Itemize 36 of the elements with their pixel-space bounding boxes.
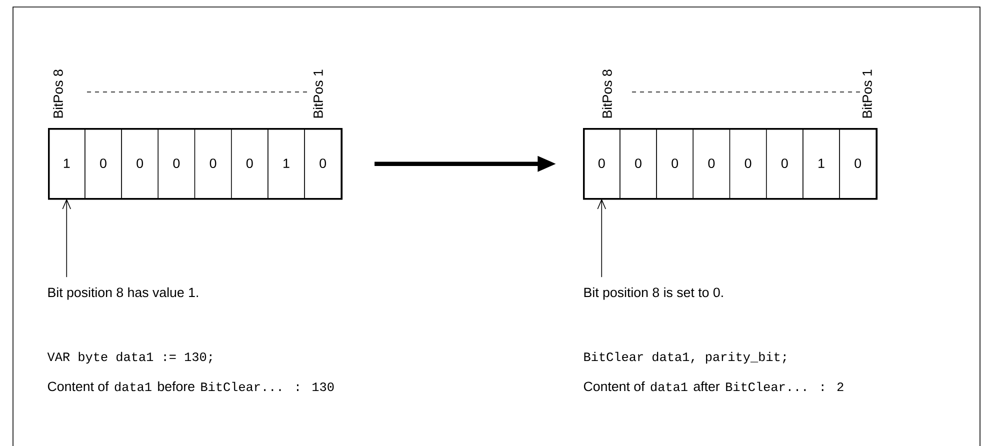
code-text: BitClear... : 130 <box>201 382 334 392</box>
register-box <box>583 128 878 200</box>
bit-cell: 0 <box>656 128 694 199</box>
description-text: Content of <box>584 381 645 392</box>
arrow <box>62 198 72 210</box>
bit-cell: 0 <box>766 128 804 199</box>
bit-cell: 0 <box>304 128 342 199</box>
code-line: VAR byte data1 := 130; <box>47 352 212 364</box>
arrow <box>597 198 606 210</box>
variable-name: data1 <box>114 382 152 392</box>
bit-cell: 0 <box>121 128 158 199</box>
bit-cell: 0 <box>84 128 122 199</box>
note-text: Bit position 8 has value 1. <box>48 287 198 300</box>
bit-cell: 0 <box>620 128 657 199</box>
bit-cell: 0 <box>692 128 730 199</box>
bit-position-label: BitPos 1 <box>313 70 323 118</box>
register-box <box>48 128 343 200</box>
bit-cell: 1 <box>802 128 840 199</box>
bit-cell: 0 <box>839 128 876 199</box>
bit-position-label: BitPos 1 <box>862 70 872 118</box>
note-text: Bit position 8 is set to 0. <box>584 287 723 300</box>
bit-cell: 1 <box>268 128 305 199</box>
bit-cell: 0 <box>729 128 767 199</box>
bit-cell: 1 <box>48 128 86 199</box>
bit-position-label: BitPos 8 <box>602 70 612 118</box>
bit-position-label: BitPos 8 <box>53 70 63 118</box>
description-text: before <box>158 381 194 392</box>
bit-cell: 0 <box>158 128 196 199</box>
code-line: BitClear data1, parity_bit; <box>584 352 786 364</box>
description-text: after <box>694 381 720 392</box>
bit-cell: 0 <box>194 128 232 199</box>
bit-cell: 0 <box>583 128 620 199</box>
description-text: Content of <box>48 381 109 392</box>
bit-cell: 0 <box>231 128 268 199</box>
code-text: BitClear... : 2 <box>726 382 844 392</box>
variable-name: data1 <box>650 382 688 392</box>
